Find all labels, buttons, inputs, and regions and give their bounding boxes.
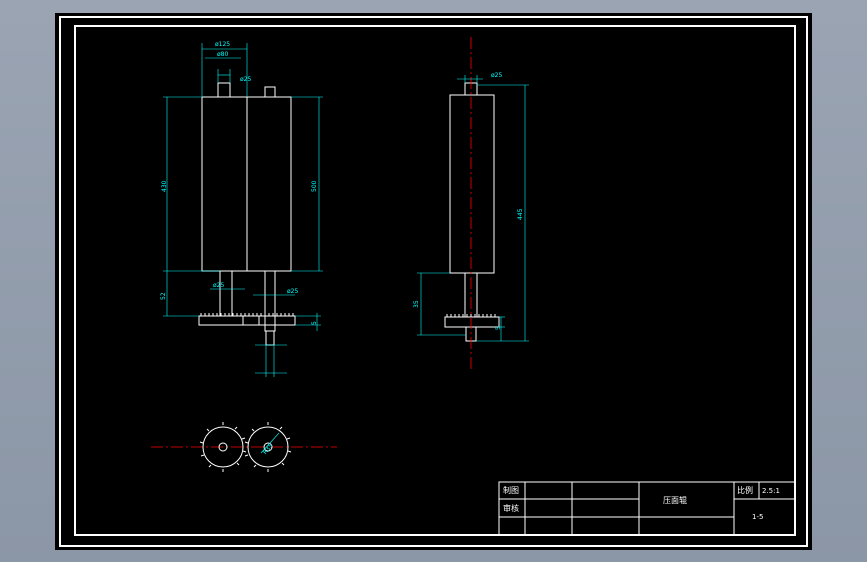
dim-side-height: 445: [517, 208, 524, 220]
side-gear-teeth: [446, 314, 496, 317]
side-gear-profile: [444, 316, 500, 328]
front-view-dimensions: [163, 43, 323, 377]
dim-lower-shaft-right: ø25: [287, 288, 298, 295]
dim-bottom-len: 52: [160, 292, 167, 300]
dim-height-right: 500: [311, 180, 318, 192]
dim-gear-radius: R35: [262, 442, 275, 456]
dim-height-left: 430: [161, 180, 168, 192]
lower-shaft-left: [219, 270, 233, 317]
gear-right: [247, 426, 289, 468]
right-roll: [246, 96, 292, 272]
gear-right-bore: [263, 442, 273, 452]
gear-right-teeth: [244, 422, 292, 472]
dim-side-lower: 35: [413, 300, 420, 308]
side-view: [444, 82, 500, 342]
part-name: 压面辊: [663, 496, 687, 505]
top-shaft-right: [264, 86, 276, 98]
side-view-dimensions: [417, 75, 529, 342]
gear-left-profile: [198, 315, 260, 326]
side-roll: [449, 94, 495, 274]
lower-shaft-right: [264, 270, 276, 332]
title-block: [498, 481, 796, 536]
front-view: [198, 82, 296, 346]
gear-radius-leader: [260, 432, 280, 454]
bottom-shaft-end: [265, 330, 275, 346]
dim-side-gear: 5: [495, 326, 502, 330]
dim-top-shaft: ø25: [240, 76, 251, 83]
scale-label: 比例: [737, 486, 753, 495]
gear-left-teeth: [199, 422, 247, 472]
outer-border: [59, 16, 808, 547]
inner-border: [74, 25, 796, 536]
top-shaft-left: [217, 82, 231, 98]
sheet-number: 1-5: [752, 513, 764, 521]
dim-top-outer: ø125: [215, 41, 230, 48]
side-view-dim-text: ø25 445 35 5: [413, 72, 524, 330]
gear-left-bore: [218, 442, 228, 452]
gear-view: [199, 422, 292, 472]
front-view-dim-text: ø125 ø80 ø25 430 500 ø25 ø25 52 5: [160, 41, 318, 325]
dim-side-top: ø25: [491, 72, 502, 79]
review-label: 审核: [503, 504, 519, 513]
scale-value: 2.5:1: [762, 487, 780, 495]
gear-teeth-front: [200, 313, 294, 316]
gear-right-profile: [242, 315, 296, 326]
dim-lower-shaft-left: ø25: [213, 282, 224, 289]
drawing-sheet: ø125 ø80 ø25 430 500 ø25 ø25 52 5: [55, 13, 812, 550]
dim-top-mid: ø80: [217, 51, 228, 58]
left-roll: [201, 96, 248, 272]
cad-drawing-canvas: ø125 ø80 ø25 430 500 ø25 ø25 52 5: [59, 16, 808, 547]
gear-left: [202, 426, 244, 468]
drawn-label: 制图: [503, 486, 519, 495]
dim-gear-thick: 5: [311, 321, 318, 325]
